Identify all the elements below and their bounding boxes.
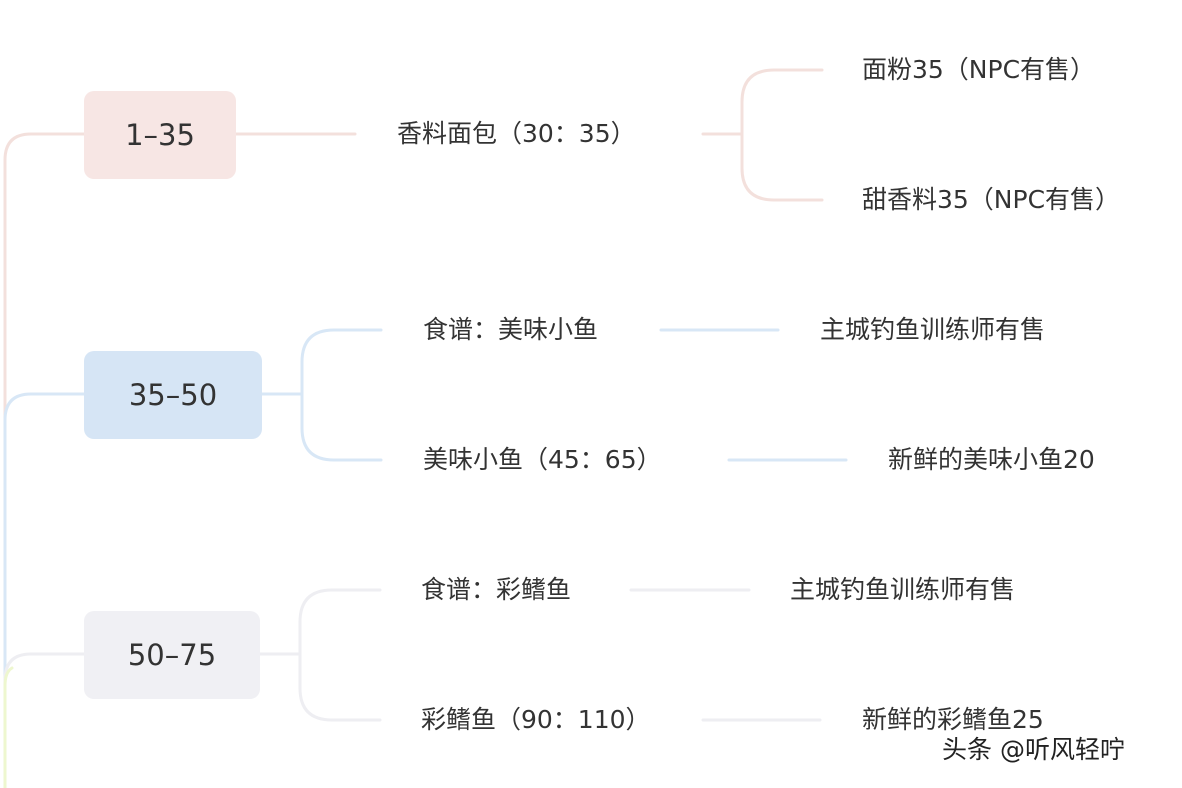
spine-branch-2 xyxy=(3,392,86,788)
material-sweet-spice: 甜香料35（NPC有售） xyxy=(862,185,1121,214)
material-fresh-rainbow-fin: 新鲜的彩鳍鱼25 xyxy=(862,705,1044,734)
link-recipe1-materials xyxy=(701,68,824,202)
material-fresh-tasty-fish: 新鲜的美味小鱼20 xyxy=(888,445,1095,474)
recipe-book-rainbow-fin: 食谱：彩鳍鱼 xyxy=(421,575,572,604)
spine-branch-4 xyxy=(3,666,14,788)
recipe-book-tasty-fish: 食谱：美味小鱼 xyxy=(423,315,599,344)
link-node3-recipes xyxy=(258,588,382,722)
material-fishing-trainer-1: 主城钓鱼训练师有售 xyxy=(820,315,1046,344)
recipe-rainbow-fin: 彩鳍鱼（90：110） xyxy=(421,705,651,734)
spine-branch-1 xyxy=(3,132,86,788)
spine-branch-3 xyxy=(3,652,86,788)
level-node-50-75: 50–75 xyxy=(84,611,260,699)
link-node2-recipes xyxy=(260,328,383,462)
material-fishing-trainer-2: 主城钓鱼训练师有售 xyxy=(790,575,1016,604)
watermark: 头条 @听风轻咛 xyxy=(942,735,1125,764)
level-node-35-50: 35–50 xyxy=(84,351,262,439)
level-node-1-35: 1–35 xyxy=(84,91,236,179)
recipe-tasty-fish: 美味小鱼（45：65） xyxy=(423,445,662,474)
material-flour: 面粉35（NPC有售） xyxy=(862,55,1096,84)
recipe-spice-bread: 香料面包（30：35） xyxy=(397,119,636,148)
